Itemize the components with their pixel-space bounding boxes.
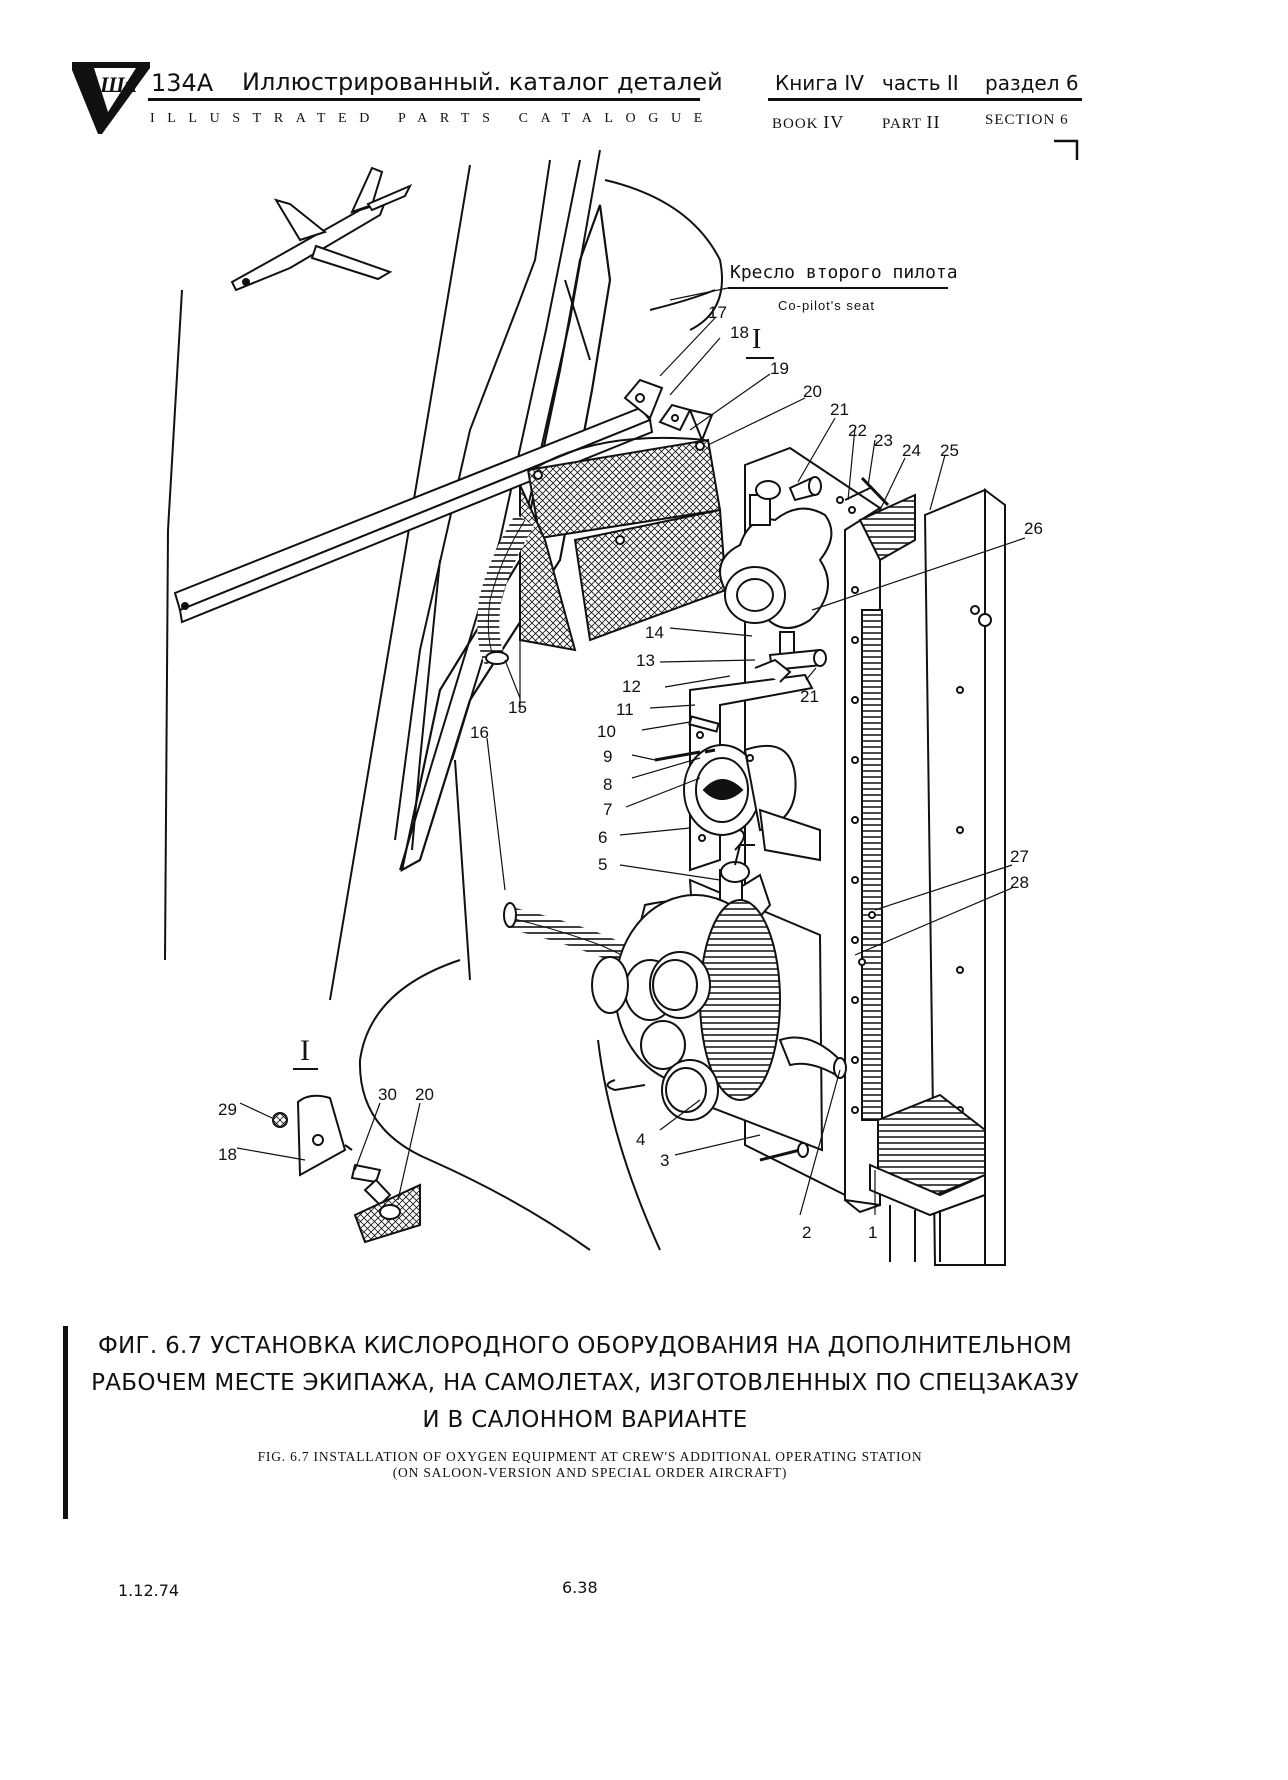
- cockpit-structure: [164, 149, 723, 1251]
- part-label-10: 10: [597, 722, 616, 741]
- part-label-23: 23: [874, 431, 893, 450]
- mask-container: [519, 408, 728, 652]
- part-label-15: 15: [508, 698, 527, 717]
- part-label-11: 11: [616, 700, 634, 719]
- part-label-27: 27: [1010, 847, 1029, 866]
- part-label-20: 20: [803, 382, 822, 401]
- model-number: 134А: [151, 69, 214, 97]
- part-en-label: PART: [882, 116, 922, 132]
- svg-text:Кресло второго пилота: Кресло второго пилота: [730, 262, 958, 283]
- part-label-8: 8: [603, 775, 612, 794]
- flow-indicator-bracket: [654, 658, 821, 872]
- book-en-label: BOOK: [772, 116, 819, 132]
- part-label-17: 17: [708, 303, 727, 322]
- part-label-16: 16: [470, 723, 489, 742]
- book-en-value: IV: [823, 112, 845, 132]
- part-label-22: 22: [848, 421, 867, 440]
- part-label-18: 18: [730, 323, 749, 342]
- caption-en-line1: FIG. 6.7 INSTALLATION OF OXYGEN EQUIPMEN…: [257, 1449, 923, 1464]
- header-rule-right: [768, 98, 1082, 101]
- part-ru-value: II: [946, 71, 959, 95]
- part-label-19: 19: [770, 359, 789, 378]
- book-ru-label: Книга: [775, 71, 839, 95]
- part-ru-label: часть: [882, 71, 941, 95]
- book-ru: Книга IV: [775, 71, 864, 95]
- caption-bar: [63, 1326, 68, 1519]
- catalog-title-en: ILLUSTRATED PARTS CATALOGUE: [150, 111, 715, 126]
- detail-mark-main: I: [752, 324, 761, 355]
- corner-mark: [1054, 139, 1079, 160]
- caption-ru: ФИГ. 6.7 УСТАНОВКА КИСЛОРОДНОГО ОБОРУДОВ…: [70, 1328, 1100, 1439]
- part-label-9: 9: [603, 747, 612, 766]
- detail-inset-I: [272, 1094, 421, 1244]
- part-label-3: 3: [660, 1151, 669, 1170]
- leader-lines: [236, 317, 1026, 1216]
- part-label-2: 2: [802, 1223, 811, 1242]
- manufacturer-logo: Шu: [72, 62, 150, 134]
- caption-en: FIG. 6.7 INSTALLATION OF OXYGEN EQUIPMEN…: [130, 1449, 1050, 1481]
- aircraft-silhouette: [230, 166, 413, 292]
- part-label-25: 25: [940, 441, 959, 460]
- part-label-29: 29: [218, 1100, 237, 1119]
- revision-date: 1.12.74: [118, 1581, 180, 1600]
- part-ru: часть II: [882, 71, 959, 95]
- part-label-12: 12: [622, 677, 641, 696]
- oxygen-valve: [719, 476, 890, 672]
- part-number-labels: 1 2 3 4 5 6 7 8 9 10 11 12 13 14 15 16 1…: [218, 303, 1043, 1242]
- part-label-28: 28: [1010, 873, 1029, 892]
- part-label-5: 5: [598, 855, 607, 874]
- part-label-26: 26: [1024, 519, 1043, 538]
- svg-text:Шu: Шu: [99, 72, 137, 97]
- part-label-20-inset: 20: [415, 1085, 434, 1104]
- part-en-value: II: [926, 112, 941, 132]
- part-label-14: 14: [645, 623, 664, 642]
- seat-label: Кресло второго пилота Co-pilot's seat: [669, 262, 958, 313]
- part-label-24: 24: [902, 441, 921, 460]
- part-label-21b: 21: [800, 687, 819, 706]
- oxygen-regulator: [591, 829, 847, 1162]
- catalog-title-ru: Иллюстрированный. каталог деталей: [242, 68, 723, 96]
- svg-text:Co-pilot's seat: Co-pilot's seat: [778, 298, 875, 313]
- caption-ru-line1: ФИГ. 6.7 УСТАНОВКА КИСЛОРОДНОГО ОБОРУДОВ…: [97, 1333, 1073, 1359]
- section-ru: раздел 6: [985, 71, 1079, 95]
- part-label-1: 1: [868, 1223, 877, 1242]
- part-label-30: 30: [378, 1085, 397, 1104]
- part-label-21a: 21: [830, 400, 849, 419]
- caption-ru-line2: РАБОЧЕМ МЕСТЕ ЭКИПАЖА, НА САМОЛЕТАХ, ИЗГ…: [91, 1370, 1079, 1396]
- book-ru-value: IV: [844, 71, 864, 95]
- part-en: PART II: [882, 112, 941, 133]
- part-label-6: 6: [598, 828, 607, 847]
- header-rule-left: [148, 98, 700, 101]
- part-label-7: 7: [603, 800, 612, 819]
- caption-en-line2: (ON SALOON-VERSION AND SPECIAL ORDER AIR…: [392, 1465, 788, 1480]
- part-label-4: 4: [636, 1130, 645, 1149]
- caption-ru-line3: И В САЛОННОМ ВАРИАНТЕ: [422, 1407, 748, 1433]
- part-label-13: 13: [636, 651, 655, 670]
- detail-mark-inset: I: [300, 1034, 310, 1067]
- book-en: BOOK IV: [772, 112, 844, 133]
- section-en: SECTION 6: [985, 112, 1069, 128]
- page-number: 6.38: [562, 1578, 598, 1597]
- part-label-18-inset: 18: [218, 1145, 237, 1164]
